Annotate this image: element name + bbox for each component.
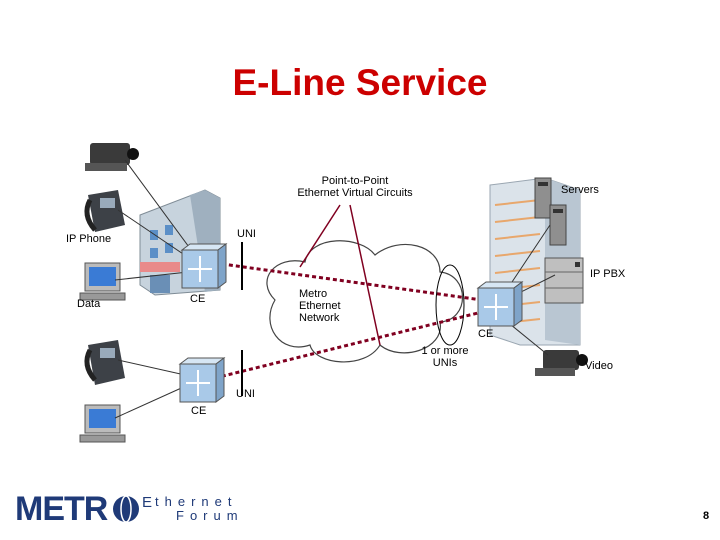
uni-label-bottom: UNI — [236, 388, 255, 400]
page-number: 8 — [703, 510, 710, 522]
ce-label-bottom: CE — [191, 405, 207, 417]
metro-ethernet-cloud — [266, 240, 463, 363]
ip-pbx-icon — [544, 257, 584, 304]
ip-pbx-label: IP PBX — [590, 268, 626, 280]
access-links — [114, 159, 556, 419]
server-icon — [534, 177, 567, 246]
ce-label-left: CE — [190, 293, 206, 305]
ip-phone-icon-bottom — [84, 340, 125, 385]
metro-network-label: Metro Ethernet Network — [299, 288, 341, 324]
ce-switch-right — [476, 281, 524, 327]
computer-icon-bottom — [79, 404, 126, 443]
servers-label: Servers — [561, 184, 599, 196]
one-or-more-unis-label: 1 or more UNIs — [421, 345, 469, 369]
uni-group-ellipse — [435, 264, 465, 346]
evc-pointers — [299, 204, 381, 346]
slide-title: E-Line Service — [232, 62, 488, 103]
data-label: Data — [77, 298, 101, 310]
logo-globe-icon — [113, 495, 139, 523]
ce-switch-bottom — [178, 357, 226, 403]
ce-switch-left — [180, 243, 228, 289]
uni-label-top: UNI — [237, 228, 256, 240]
logo-forum-text: Forum — [176, 508, 244, 523]
logo-metro-text: METR — [15, 490, 108, 528]
video-label: Video — [585, 360, 613, 372]
evc-lines — [214, 261, 483, 380]
computer-icon-top — [79, 262, 126, 301]
ce-label-right: CE — [478, 328, 494, 340]
ip-phone-label: IP Phone — [66, 233, 112, 245]
logo-ethernet-text: thernet — [155, 494, 238, 509]
logo-ethernet-initial: E — [142, 494, 153, 511]
evc-label: Point-to-Point Ethernet Virtual Circuits — [297, 175, 413, 199]
video-camera-icon-left — [85, 143, 139, 171]
video-camera-icon-right — [535, 350, 588, 376]
ip-phone-icon-top — [84, 190, 125, 232]
